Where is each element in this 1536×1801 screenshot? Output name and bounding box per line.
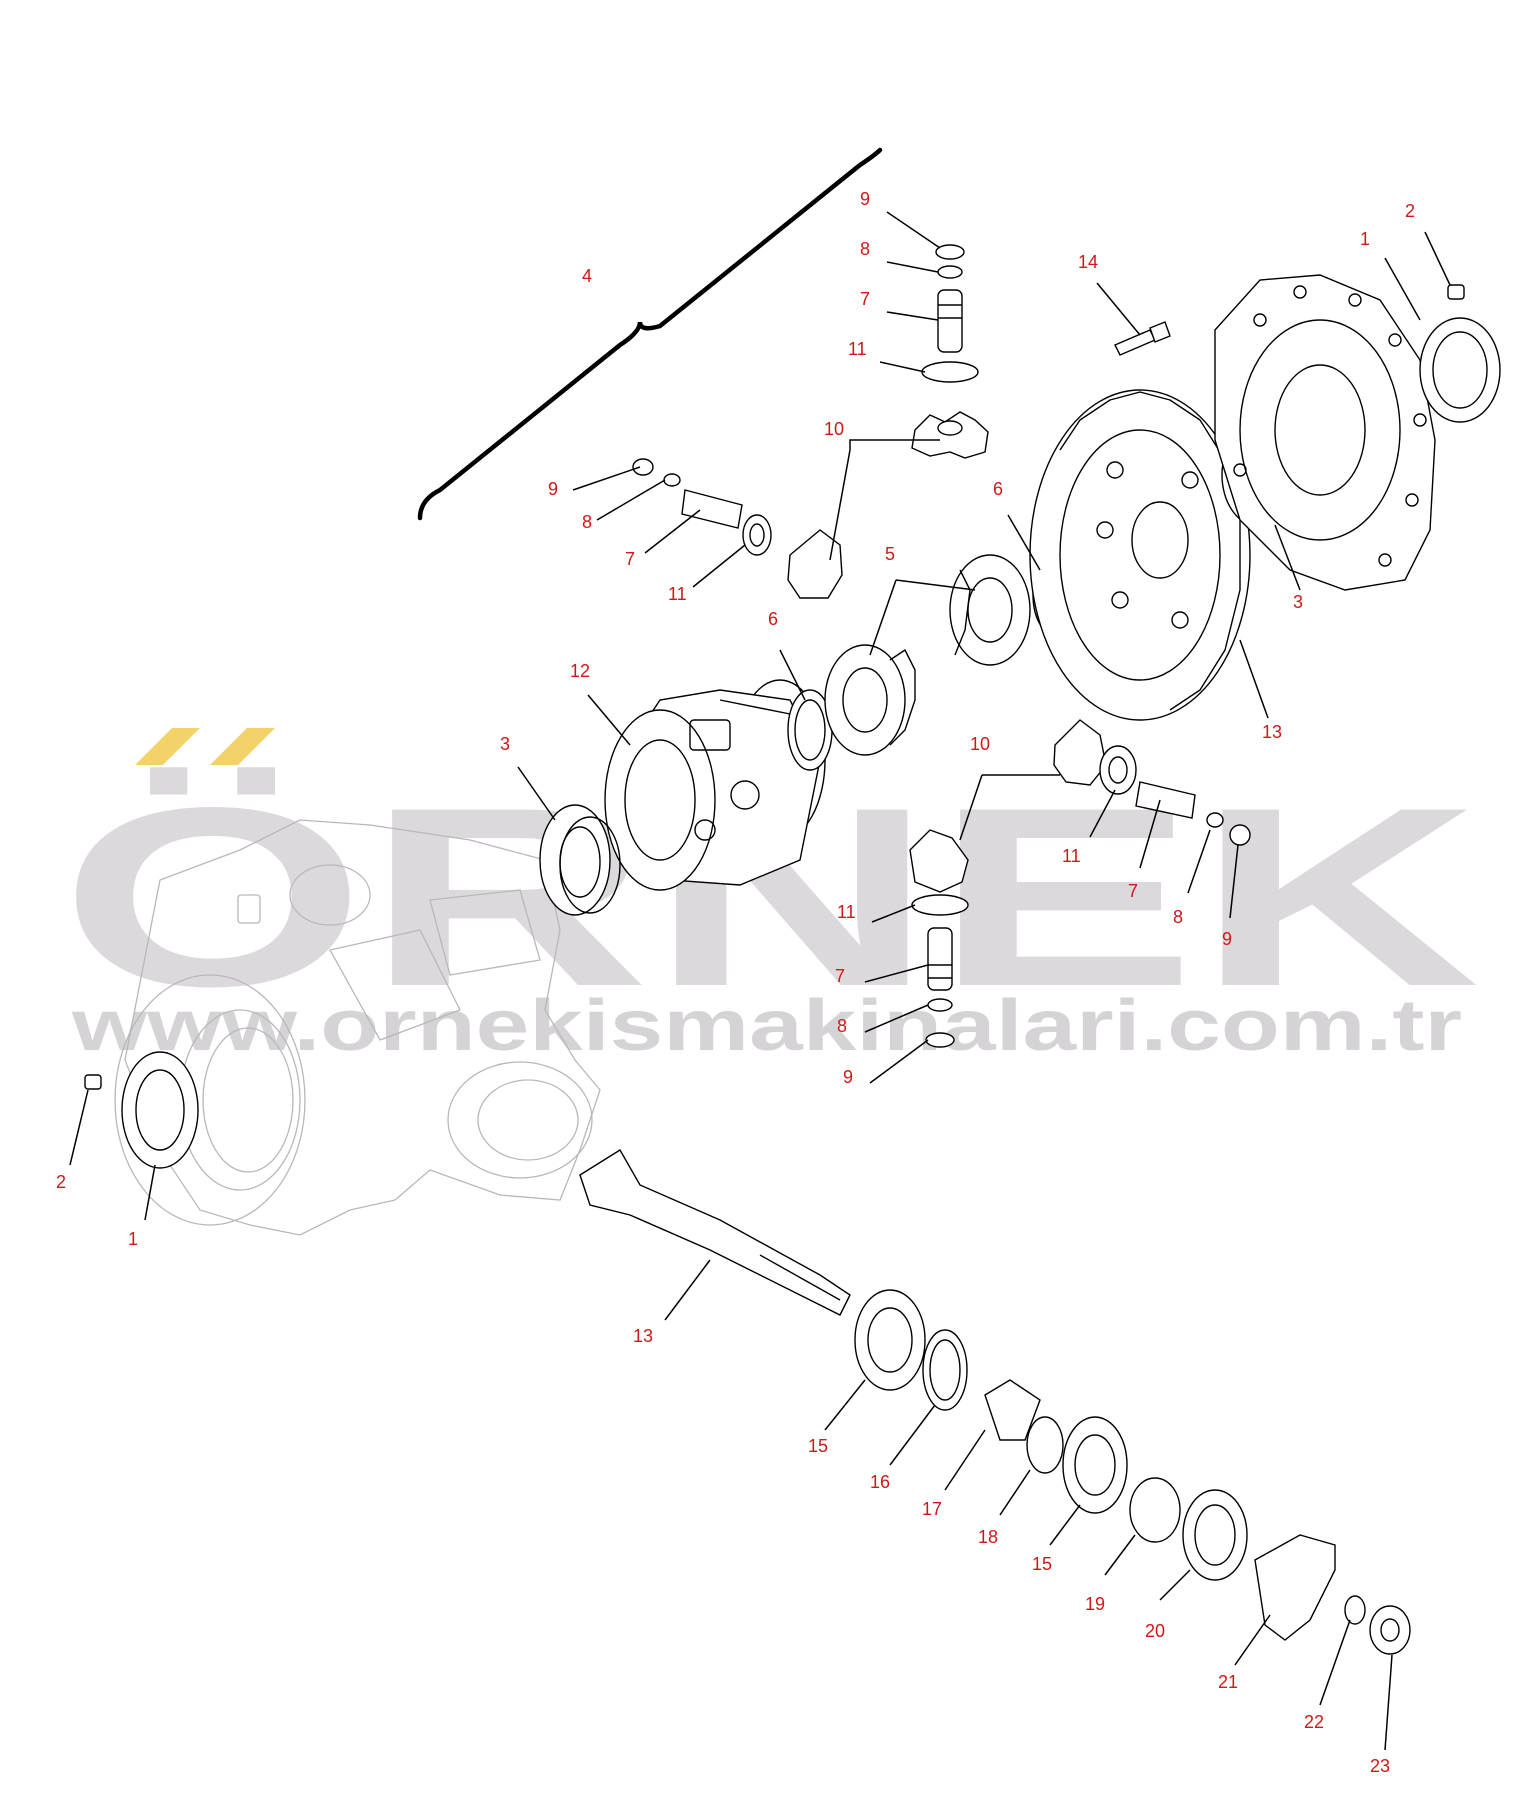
callout-13-shaft: 13 — [633, 1326, 653, 1346]
middle-shim — [787, 689, 833, 771]
callout-20: 20 — [1145, 1621, 1165, 1641]
side-gears — [824, 554, 1031, 756]
callout-7-upper: 7 — [860, 289, 870, 309]
callout-5: 5 — [885, 544, 895, 564]
callout-15-b: 15 — [1032, 1554, 1052, 1574]
callout-3-right: 3 — [1293, 592, 1303, 612]
callout-1-top: 1 — [1360, 229, 1370, 249]
callout-1-left: 1 — [128, 1229, 138, 1249]
callout-8-right: 8 — [1173, 907, 1183, 927]
callout-9-upper: 9 — [860, 189, 870, 209]
callout-13-ring: 13 — [1262, 722, 1282, 742]
callout-23: 23 — [1370, 1756, 1390, 1776]
callout-19: 19 — [1085, 1594, 1105, 1614]
callout-8-left: 8 — [582, 512, 592, 532]
left-adjuster-ring — [121, 1051, 199, 1169]
callout-10-upper: 10 — [824, 419, 844, 439]
callout-9-lower: 9 — [843, 1067, 853, 1087]
callout-8-upper: 8 — [860, 239, 870, 259]
group-bracket — [417, 147, 883, 521]
top-lock-screw — [1447, 284, 1465, 300]
watermark-accent-right — [210, 728, 275, 765]
callout-7-lower: 7 — [835, 966, 845, 986]
callout-4: 4 — [582, 266, 592, 286]
carrier-cover — [1214, 274, 1436, 591]
callout-11-upper: 11 — [848, 339, 867, 359]
callout-10-lower: 10 — [970, 734, 990, 754]
callout-14: 14 — [1078, 252, 1098, 272]
callout-18: 18 — [978, 1527, 998, 1547]
callout-16: 16 — [870, 1472, 890, 1492]
flange-nut — [1369, 1605, 1411, 1655]
callout-22: 22 — [1304, 1712, 1324, 1732]
axle-housing — [114, 819, 601, 1236]
callout-6-upper: 6 — [993, 479, 1003, 499]
callout-17: 17 — [922, 1499, 942, 1519]
callout-8-lower: 8 — [837, 1016, 847, 1036]
callout-9-left: 9 — [548, 479, 558, 499]
left-case-bearing — [539, 804, 621, 916]
callout-6-lower: 6 — [768, 609, 778, 629]
callout-2-top: 2 — [1405, 201, 1415, 221]
lower-cross-pin-set — [909, 829, 969, 1048]
callout-7-left: 7 — [625, 549, 635, 569]
pinion-bearing-stack — [854, 1289, 1248, 1581]
watermark-site: www.ornekismakinalari.com.tr — [71, 986, 1462, 1066]
callout-3-left: 3 — [500, 734, 510, 754]
bolt — [1114, 321, 1171, 356]
pinion-shaft — [579, 1149, 851, 1316]
leader-lines — [69, 211, 1451, 1751]
upper-cross-pin-set — [911, 244, 989, 459]
washer — [1344, 1595, 1366, 1625]
callout-7-right: 7 — [1128, 881, 1138, 901]
callout-21: 21 — [1218, 1672, 1238, 1692]
callout-9-right: 9 — [1222, 929, 1232, 949]
callout-labels: 1 2 14 9 8 7 11 4 10 9 8 7 11 6 5 3 13 6… — [56, 189, 1415, 1776]
top-adjuster-ring — [1419, 317, 1501, 423]
left-lock-screw — [84, 1074, 102, 1090]
watermark-accent-left — [135, 728, 200, 765]
ring-gear — [1029, 389, 1251, 721]
callout-11-left: 11 — [668, 584, 687, 604]
callout-11-lower: 11 — [837, 902, 856, 922]
left-cross-pin-set — [632, 458, 843, 599]
output-yoke — [1254, 1534, 1336, 1641]
callout-2-left: 2 — [56, 1172, 66, 1192]
callout-11-right: 11 — [1062, 846, 1081, 866]
callout-15-a: 15 — [808, 1436, 828, 1456]
right-cross-pin-set — [1053, 719, 1251, 846]
callout-12: 12 — [570, 661, 590, 681]
